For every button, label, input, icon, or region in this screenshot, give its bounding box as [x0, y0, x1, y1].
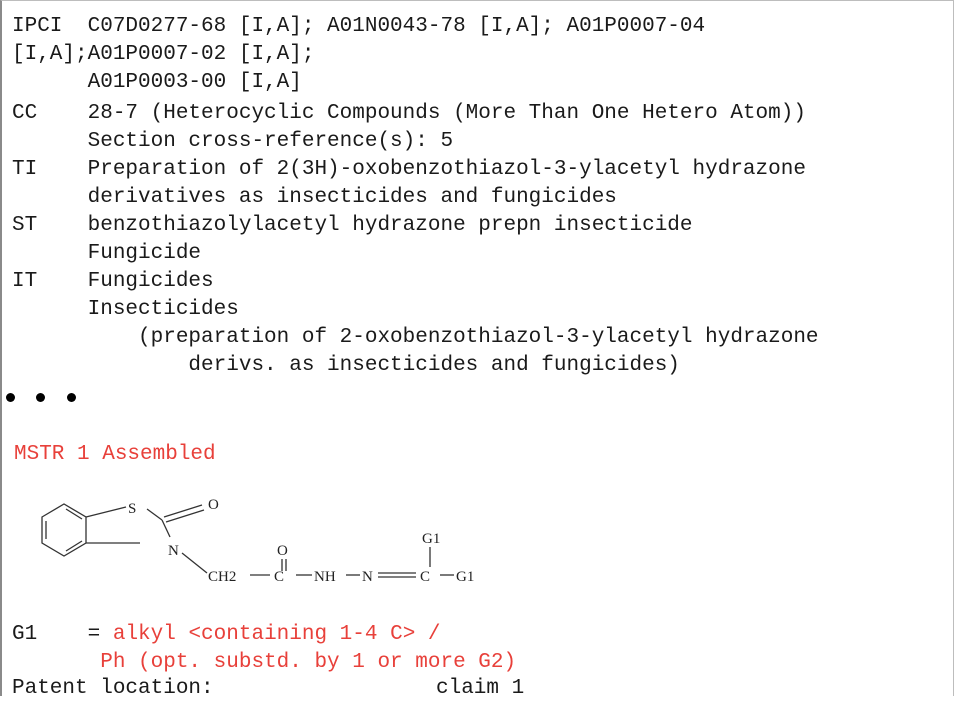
patent-location-value: claim 1	[436, 677, 525, 700]
g1-definition-line-1: G1 = alkyl <containing 1-4 C> /	[12, 621, 441, 649]
g1-equals: =	[37, 623, 113, 646]
atom-n: N	[168, 543, 179, 559]
benzene-ring	[41, 503, 87, 557]
ipci-line-3: A01P0003-00 [I,A]	[12, 71, 302, 94]
ti-line-2: derivatives as insecticides and fungicid…	[12, 186, 617, 209]
g1-definition-line-2: Ph (opt. substd. by 1 or more G2)	[12, 651, 517, 674]
mstr-heading: MSTR 1 Assembled	[14, 443, 216, 466]
dot-icon	[67, 393, 76, 402]
group-g1-right: G1	[456, 569, 474, 585]
g1-alkyl-def: alkyl <containing 1-4 C> /	[112, 623, 441, 646]
it-line-3: (preparation of 2-oxobenzothiazol-3-ylac…	[12, 326, 819, 349]
atom-c1: C	[274, 569, 284, 585]
ti-line-1: TI Preparation of 2(3H)-oxobenzothiazol-…	[12, 158, 806, 181]
group-nh: NH	[314, 569, 336, 585]
atom-c2: C	[420, 569, 430, 585]
st-line-2: Fungicide	[12, 242, 202, 265]
cc-line-2: Section cross-reference(s): 5	[12, 130, 454, 153]
chemical-structure: S O N CH2 O C NH N C G1 G1	[41, 497, 474, 585]
cc-line-1: CC 28-7 (Heterocyclic Compounds (More Th…	[12, 102, 806, 125]
dot-icon	[6, 393, 15, 402]
st-line-1: ST benzothiazolylacetyl hydrazone prepn …	[12, 214, 693, 237]
it-line-4: derivs. as insecticides and fungicides)	[12, 354, 680, 377]
it-line-2: Insecticides	[12, 298, 239, 321]
group-g1-top: G1	[422, 531, 440, 547]
g1-label: G1	[12, 623, 38, 646]
atom-s: S	[128, 501, 136, 517]
atom-n2: N	[362, 569, 373, 585]
patent-location-label: Patent location:	[12, 677, 214, 700]
atom-o-carbonyl: O	[277, 543, 288, 559]
group-ch2: CH2	[208, 569, 236, 585]
dot-icon	[36, 393, 45, 402]
it-line-1: IT Fungicides	[12, 270, 214, 293]
ipci-line-2: [I,A];A01P0007-02 [I,A];	[12, 43, 315, 66]
ipci-line-1: IPCI C07D0277-68 [I,A]; A01N0043-78 [I,A…	[12, 15, 706, 38]
atom-o-top: O	[208, 497, 219, 513]
